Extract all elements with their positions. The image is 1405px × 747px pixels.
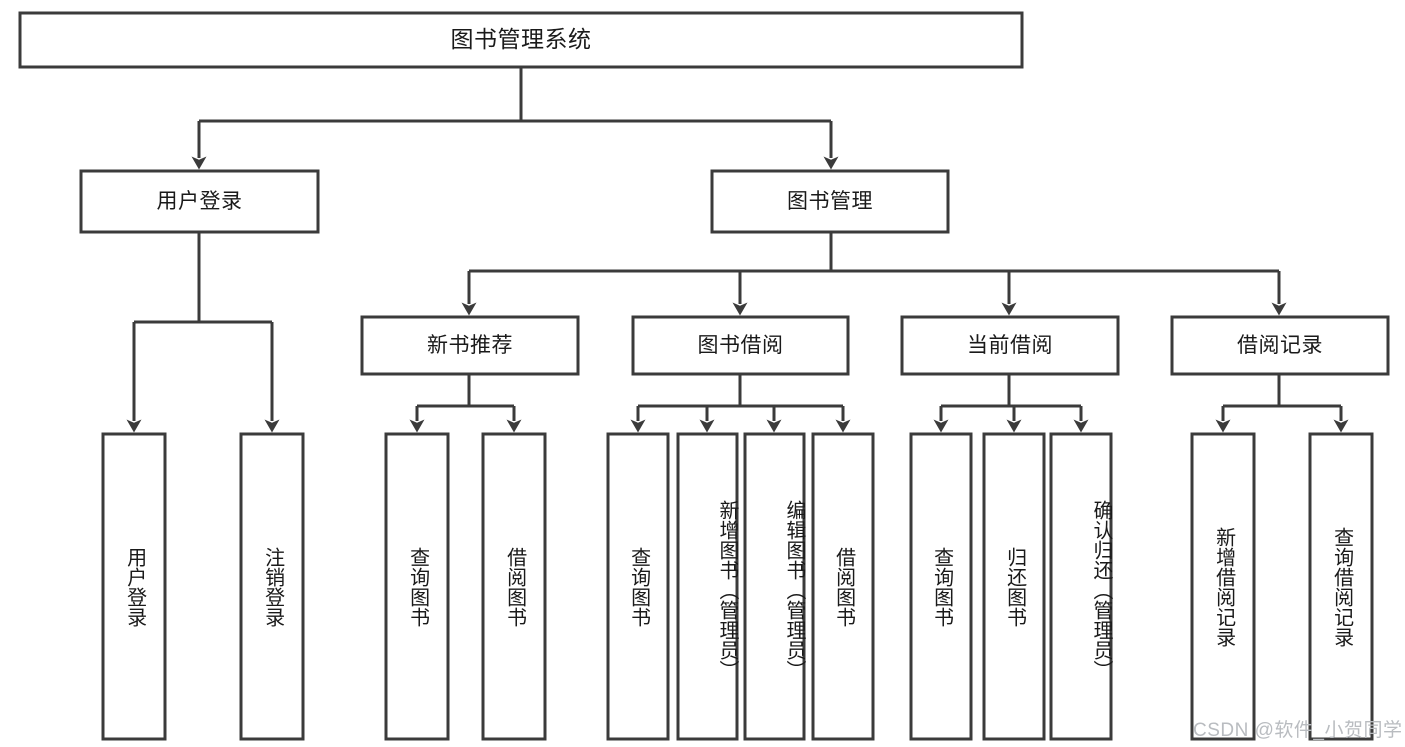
node-box-book-management[interactable] [710,169,950,234]
node-box-borrow-record[interactable] [1170,315,1390,376]
node-box-leaf-current-confirm[interactable] [1049,432,1113,741]
node-box-book-borrow[interactable] [631,315,850,376]
node-box-leaf-record-add[interactable] [1190,432,1256,741]
node-box-leaf-current-query[interactable] [909,432,973,741]
node-box-leaf-newbook-query[interactable] [384,432,450,741]
node-box-user-login[interactable] [79,169,320,234]
node-box-current-borrow[interactable] [900,315,1120,376]
node-box-leaf-borrow-query[interactable] [606,432,670,741]
node-box-new-book-recommend[interactable] [360,315,580,376]
node-box-leaf-newbook-borrow[interactable] [481,432,547,741]
node-box-leaf-user-login-logout[interactable] [239,432,305,741]
node-box-root[interactable] [18,11,1024,69]
node-box-leaf-user-login-login[interactable] [101,432,167,741]
node-box-leaf-record-query[interactable] [1308,432,1374,741]
node-box-leaf-current-return[interactable] [982,432,1046,741]
node-box-leaf-borrow-edit[interactable] [743,432,806,741]
node-box-leaf-borrow-lend[interactable] [811,432,875,741]
node-box-leaf-borrow-add[interactable] [676,432,739,741]
